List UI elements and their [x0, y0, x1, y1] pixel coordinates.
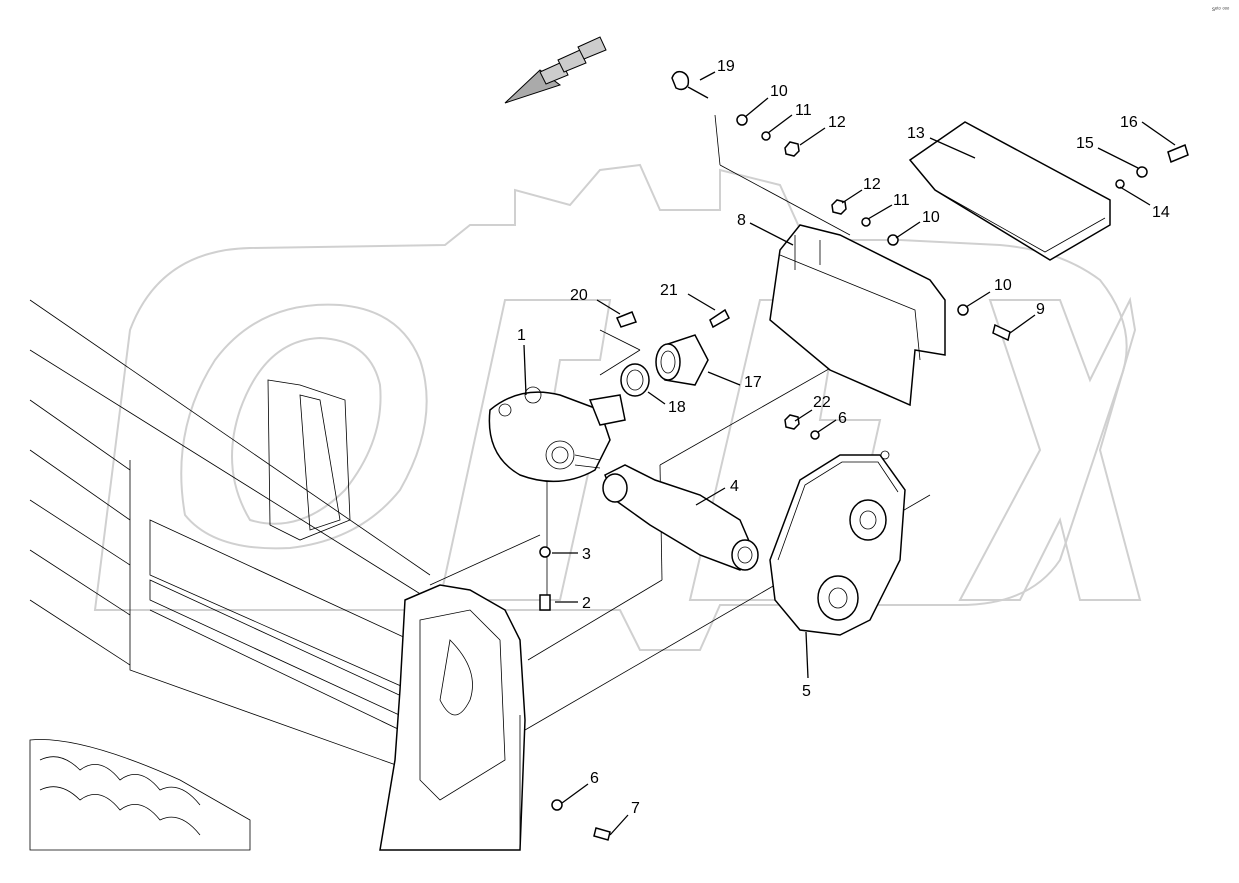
callout-21: 21: [660, 282, 678, 299]
callout-10-right: 10: [994, 277, 1012, 294]
gearbox-part: [488, 386, 626, 483]
callout-14: 14: [1152, 204, 1170, 221]
diagram-code: sᵉᵗᵒ ᵒᵒᵒ: [1212, 6, 1230, 13]
callout-labels: 1 2 3 4 5 6 6 7 8 9 10 10 10 11 11 12 12…: [517, 6, 1230, 817]
callout-11-top: 11: [795, 102, 812, 119]
callout-13: 13: [907, 125, 925, 142]
callout-10-mid: 10: [922, 209, 940, 226]
callout-20: 20: [570, 287, 588, 304]
callout-6-upper: 6: [838, 410, 847, 427]
callout-1: 1: [517, 327, 526, 344]
cover-plate-part: [908, 121, 1111, 261]
callout-18: 18: [668, 399, 686, 416]
callout-8: 8: [737, 212, 746, 229]
bracket-part: [769, 224, 946, 407]
callout-12-top: 12: [828, 114, 846, 131]
callout-9: 9: [1036, 301, 1045, 318]
machine-frame: [29, 299, 526, 851]
callout-16: 16: [1120, 114, 1138, 131]
collar-part: [655, 334, 709, 386]
callout-22: 22: [813, 394, 831, 411]
callout-3: 3: [582, 546, 591, 563]
flange-part: [620, 363, 650, 397]
callout-7: 7: [631, 800, 640, 817]
direction-arrow-icon: [504, 36, 607, 104]
hardware-parts: [539, 70, 1189, 841]
callout-17: 17: [744, 374, 762, 391]
callout-2: 2: [582, 595, 591, 612]
chain-case-part: [769, 450, 906, 636]
shaft-part: [602, 464, 759, 571]
callout-10-top: 10: [770, 83, 788, 100]
callout-4: 4: [730, 478, 739, 495]
callout-leaders: [523, 71, 1176, 836]
callout-11-mid: 11: [893, 192, 910, 209]
callout-15: 15: [1076, 135, 1094, 152]
callout-6-lower: 6: [590, 770, 599, 787]
callout-19: 19: [717, 58, 735, 75]
callout-12-mid: 12: [863, 176, 881, 193]
callout-5: 5: [802, 683, 811, 700]
